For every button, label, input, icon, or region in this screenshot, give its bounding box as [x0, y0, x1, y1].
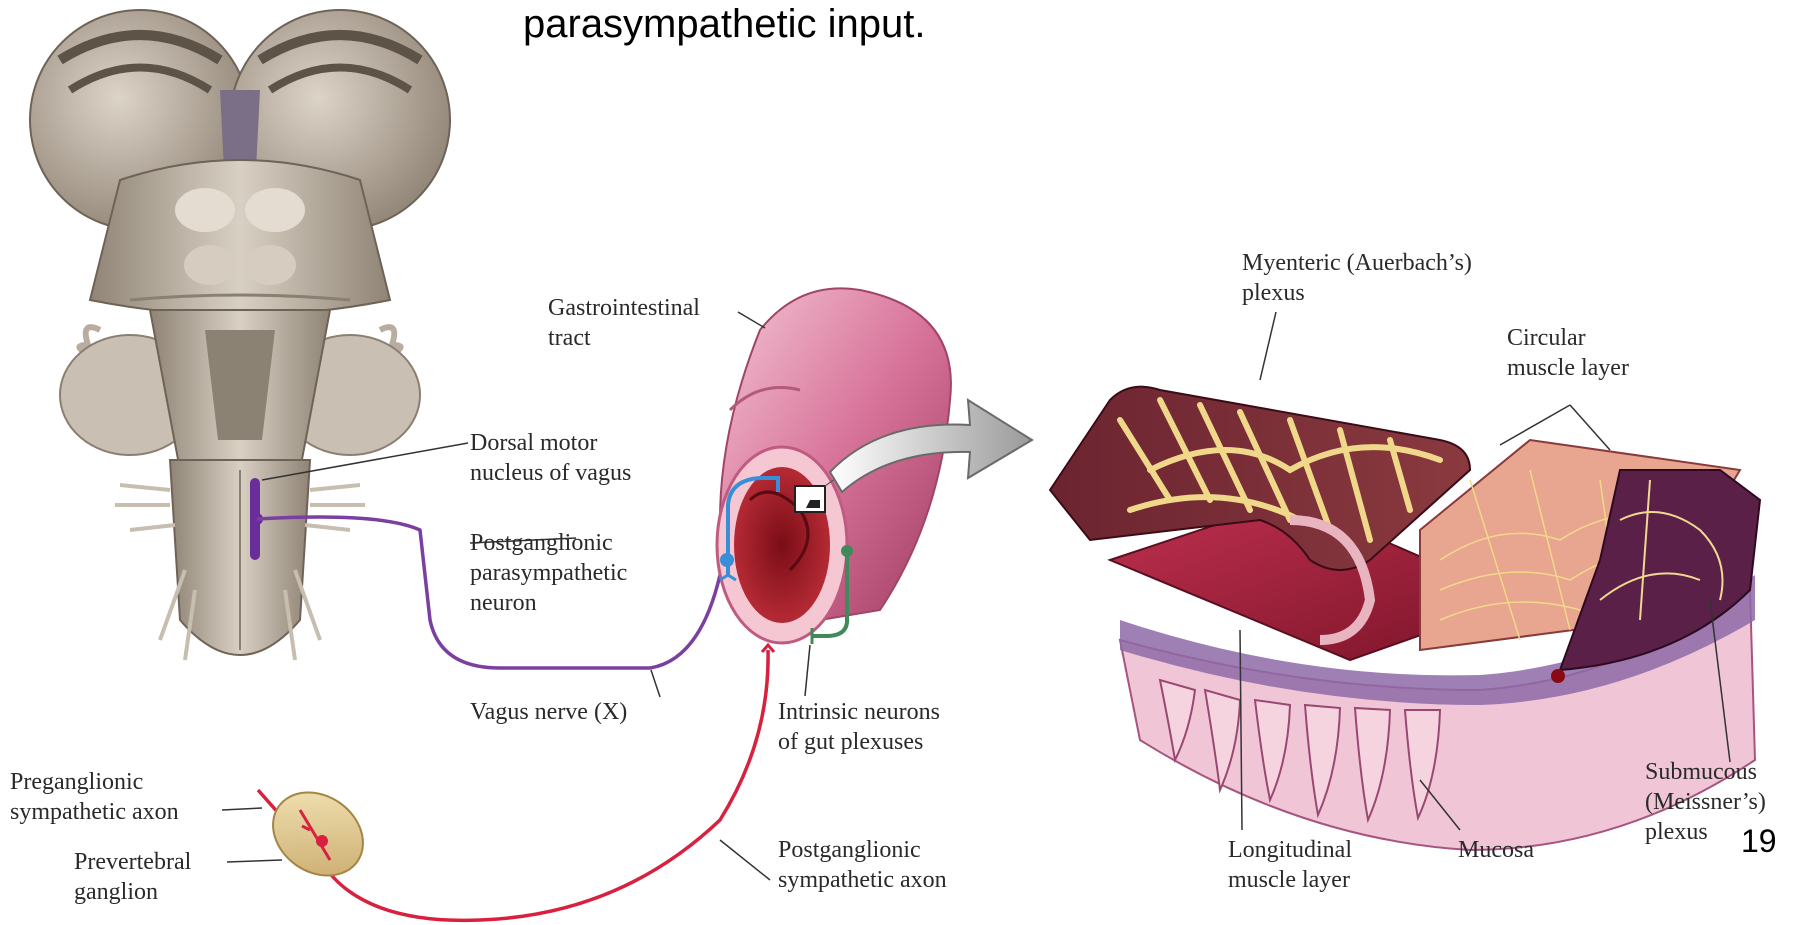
- label-longitudinal-muscle: Longitudinal muscle layer: [1228, 835, 1352, 895]
- label-intrinsic-neurons: Intrinsic neurons of gut plexuses: [778, 697, 940, 757]
- label-mucosa: Mucosa: [1458, 835, 1534, 865]
- label-line: sympathetic axon: [778, 865, 947, 895]
- label-line: Postganglionic: [470, 528, 627, 558]
- label-postganglionic-parasympathetic: Postganglionic parasympathetic neuron: [470, 528, 627, 618]
- label-line: (Meissner’s): [1645, 787, 1766, 817]
- inset-box: [795, 486, 825, 512]
- label-line: nucleus of vagus: [470, 458, 631, 488]
- label-line: neuron: [470, 588, 627, 618]
- label-line: Longitudinal: [1228, 835, 1352, 865]
- label-preganglionic-sympathetic: Preganglionic sympathetic axon: [10, 767, 179, 827]
- label-line: Gastrointestinal: [548, 293, 700, 323]
- label-vagus-nerve: Vagus nerve (X): [470, 697, 627, 727]
- label-line: Postganglionic: [778, 835, 947, 865]
- label-line: Myenteric (Auerbach’s): [1242, 248, 1472, 278]
- label-line: sympathetic axon: [10, 797, 179, 827]
- prevertebral-ganglion-shape: [257, 775, 379, 892]
- label-dorsal-motor-nucleus: Dorsal motor nucleus of vagus: [470, 428, 631, 488]
- label-line: tract: [548, 323, 700, 353]
- label-line: Dorsal motor: [470, 428, 631, 458]
- label-line: plexus: [1242, 278, 1472, 308]
- label-line: Preganglionic: [10, 767, 179, 797]
- label-gi-tract: Gastrointestinal tract: [548, 293, 700, 353]
- label-line: Intrinsic neurons: [778, 697, 940, 727]
- label-myenteric-plexus: Myenteric (Auerbach’s) plexus: [1242, 248, 1472, 308]
- label-prevertebral-ganglion: Prevertebral ganglion: [74, 847, 191, 907]
- label-line: Circular: [1507, 323, 1629, 353]
- gi-tract-illustration: [717, 288, 951, 643]
- label-postganglionic-sympathetic: Postganglionic sympathetic axon: [778, 835, 947, 895]
- label-line: Submucous: [1645, 757, 1766, 787]
- label-line: ganglion: [74, 877, 191, 907]
- brainstem-illustration: [30, 10, 450, 660]
- label-line: of gut plexuses: [778, 727, 940, 757]
- label-line: muscle layer: [1228, 865, 1352, 895]
- label-line: muscle layer: [1507, 353, 1629, 383]
- label-circular-muscle: Circular muscle layer: [1507, 323, 1629, 383]
- label-line: parasympathetic: [470, 558, 627, 588]
- label-line: Prevertebral: [74, 847, 191, 877]
- sympathetic-axon-path: [258, 650, 768, 920]
- page-number: 19: [1741, 823, 1777, 860]
